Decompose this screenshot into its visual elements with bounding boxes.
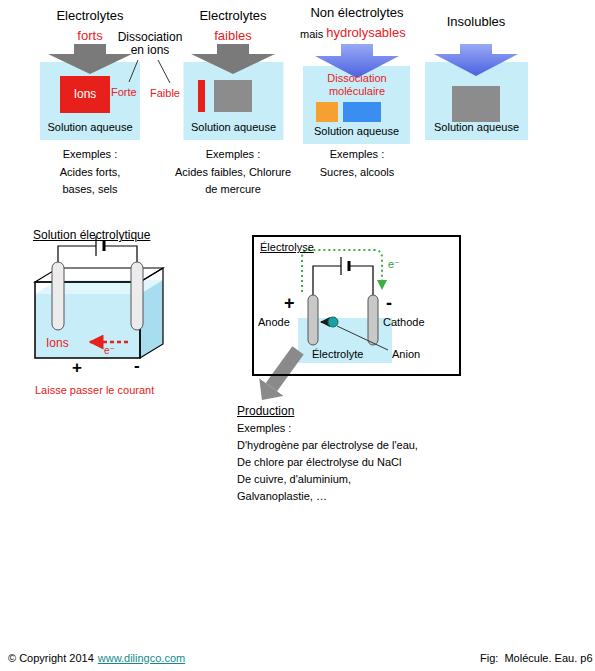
- diagram-label: faibles: [203, 28, 263, 44]
- diagram-label: mais: [300, 27, 323, 41]
- electrolytic-tank: [35, 236, 163, 358]
- solute-blocks: [316, 102, 338, 122]
- electrolysis-cell: [302, 250, 382, 292]
- node-text: Production: [237, 402, 294, 420]
- solution-box: Ions: [60, 76, 110, 113]
- box-fill: [303, 66, 410, 144]
- solution-box: Solution aqueuse: [184, 62, 284, 140]
- solution-box: IonsSolution aqueuse: [40, 62, 140, 140]
- diagram-label: Acides faibles, Chlorure de mercure: [173, 164, 293, 198]
- leader-line: [129, 60, 170, 83]
- dissolve-arrows: [48, 44, 518, 78]
- solution-box: Électrolyte: [298, 318, 392, 363]
- node-text: Solution aqueuse: [191, 120, 276, 134]
- electrolysis-cell: [368, 295, 378, 345]
- electrolysis-cell: [321, 321, 327, 323]
- node-text: Électrolyse: [260, 240, 314, 254]
- diagram-label: Dissociation moléculaire: [307, 72, 407, 98]
- diagram-label: Exemples :: [307, 147, 407, 161]
- electrolysis-cell: [337, 326, 388, 350]
- diagram-label: Ions: [46, 336, 69, 351]
- electrolytic-tank: [35, 294, 140, 358]
- diagram-label: hydrolysables: [326, 25, 406, 41]
- node-text: Ions: [74, 87, 97, 102]
- electrolysis-cell: [302, 250, 388, 350]
- diagram-label: Non électrolytes: [292, 5, 422, 21]
- diagram-label: Sucres, alcools: [297, 164, 417, 181]
- process-arrow: [271, 350, 298, 387]
- solution-box: Solution aqueuse: [425, 62, 528, 140]
- diagram-label: forts: [60, 28, 120, 44]
- diagram-label: Fig: Molécule. Eau. p6: [480, 651, 593, 665]
- diagram-label: -: [386, 292, 392, 315]
- diagram-label: Laisse passer le courant: [35, 383, 154, 397]
- dissolve-arrows: [434, 44, 518, 76]
- node-body-text: Exemples :: [237, 420, 291, 437]
- solute-blocks: [343, 102, 381, 122]
- electrolysis-cell: [328, 317, 338, 327]
- leader-line: [158, 60, 170, 83]
- electrolysis-cell: [308, 295, 318, 345]
- diagram-label: Exemples :: [40, 147, 140, 161]
- electrolysis-cell: [313, 266, 373, 295]
- electrolytic-tank: [35, 282, 140, 358]
- box-fill: [60, 76, 110, 113]
- node-body-text: Galvanoplastie, …: [237, 488, 327, 505]
- dissolve-arrows: [191, 44, 275, 74]
- diagram-label: +: [72, 357, 82, 378]
- electrolysis-cell: [340, 257, 341, 275]
- diagram-label: Dissociation en ions: [114, 31, 186, 57]
- diagram-label: +: [284, 292, 295, 315]
- electrolytic-tank: [52, 262, 64, 330]
- node-body-text: De cuivre, d'aluminium,: [237, 471, 351, 488]
- diagram-label: Insolubles: [426, 14, 526, 30]
- diagram-label: Anion: [392, 347, 420, 361]
- electrolytic-tank: [90, 341, 128, 344]
- diagram-label: Acides forts, bases, sels: [50, 164, 130, 198]
- diagram-label: Electrolytes: [183, 8, 283, 24]
- diagram-label: Exemples :: [183, 147, 283, 161]
- solute-blocks: [198, 80, 205, 112]
- node-text: Solution aqueuse: [434, 120, 519, 134]
- diagram-label: Anode: [258, 315, 290, 329]
- diagram-label: e⁻: [104, 344, 115, 357]
- node-text: Solution aqueuse: [314, 124, 399, 138]
- electrolytic-tank: [103, 241, 106, 251]
- electrolytic-tank: [58, 246, 137, 262]
- diagram-label: www.dilingco.com: [98, 651, 185, 665]
- diagram-label: e⁻: [388, 257, 400, 271]
- diagram-label: Forte: [111, 85, 137, 99]
- output-block: ProductionExemples :D'hydrogène par élec…: [236, 400, 456, 502]
- electrolysis-cell: [348, 261, 351, 271]
- diagram-label: Faible: [150, 86, 180, 100]
- leader-line: [129, 60, 138, 82]
- diagram-label: -: [134, 355, 140, 376]
- node-text: Électrolyte: [312, 347, 363, 361]
- diagram-label: Electrolytes: [40, 8, 140, 24]
- solute-blocks: [214, 80, 252, 112]
- node-body-text: D'hydrogène par électrolyse de l'eau,: [237, 437, 418, 454]
- diagram-label: Solution électrolytique: [33, 228, 150, 243]
- electrolytic-tank: [131, 262, 143, 330]
- solute-blocks: [452, 86, 500, 122]
- node-body-text: De chlore par électrolyse du NaCl: [237, 454, 401, 471]
- dissolve-arrows: [48, 44, 132, 74]
- process-frame: Électrolyte Électrolyse: [252, 235, 461, 376]
- node-text: Solution aqueuse: [47, 120, 132, 134]
- diagram-label: Cathode: [383, 315, 425, 329]
- diagram-label: © Copyright 2014: [8, 651, 94, 665]
